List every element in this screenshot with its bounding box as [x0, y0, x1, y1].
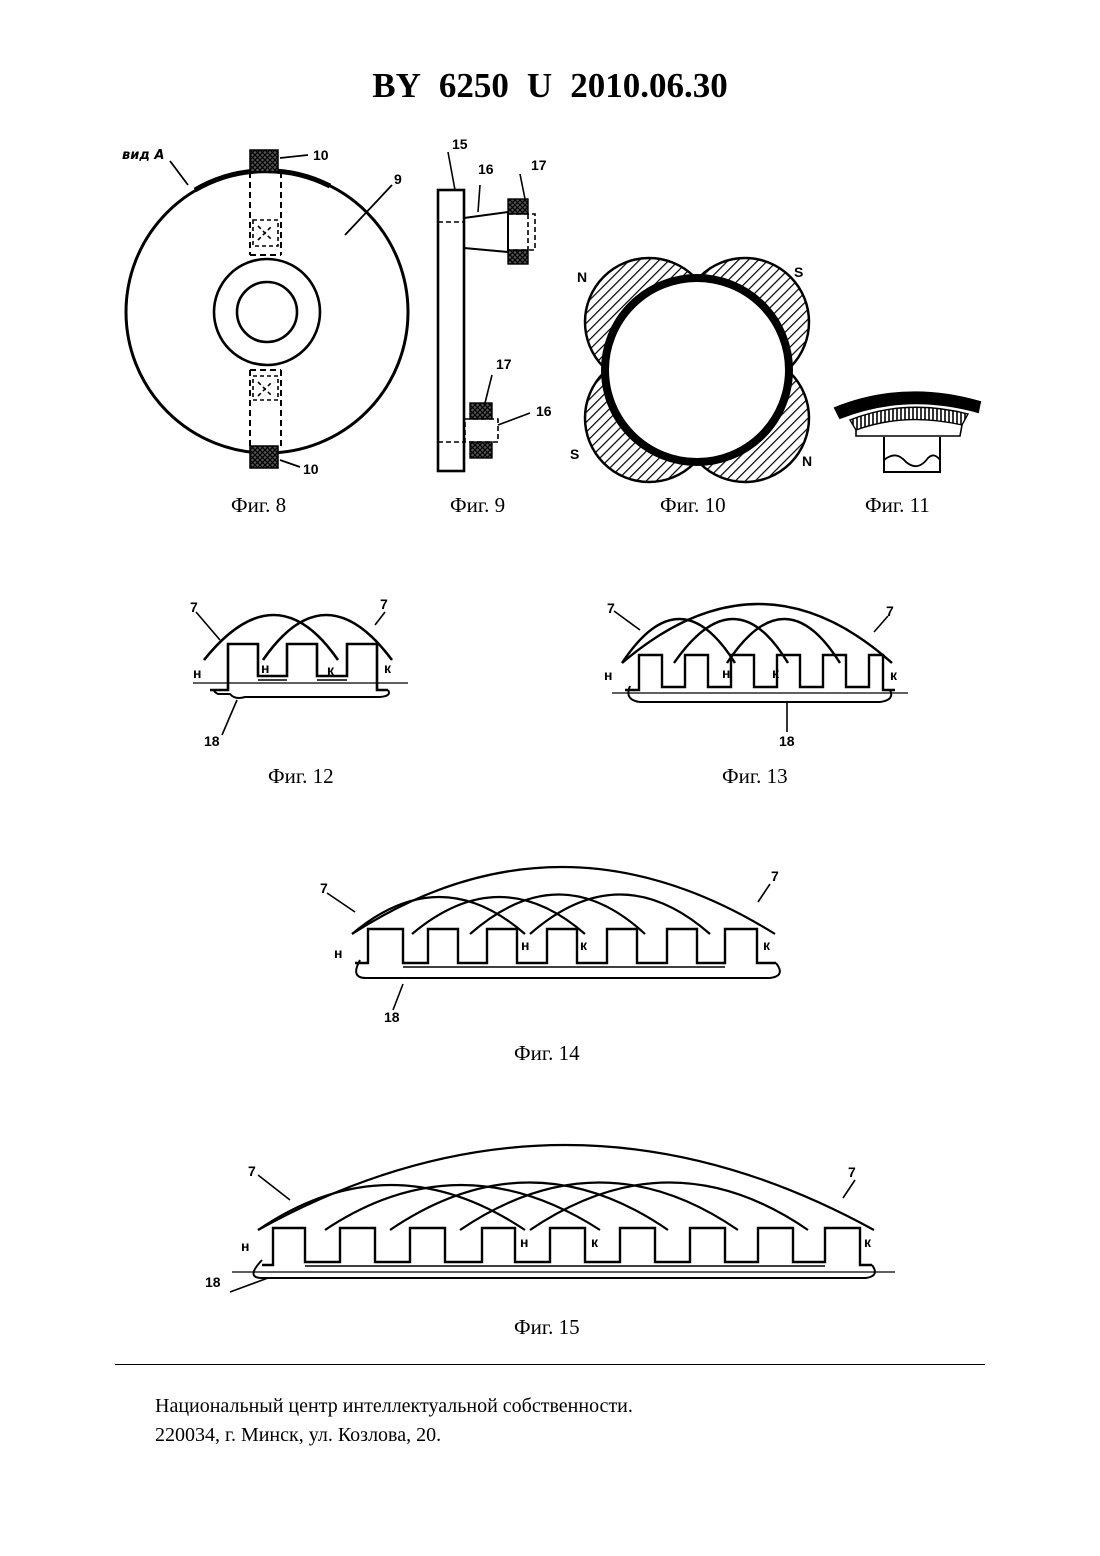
ref-18: 18	[205, 1274, 221, 1290]
ref-18: 18	[204, 733, 220, 749]
start-2: н	[261, 660, 269, 676]
end-2: к	[864, 1234, 872, 1250]
start-1: н	[193, 665, 201, 681]
ref-18: 18	[384, 1009, 400, 1025]
caption-fig-12: Фиг. 12	[268, 764, 334, 788]
ref-7-right: 7	[771, 868, 779, 884]
end-2: к	[890, 667, 898, 683]
figure-13: 7 7 н н к к 18 Фиг. 13	[604, 600, 908, 788]
figure-12: 7 7 н н к к 18 Фиг. 12	[190, 596, 408, 788]
caption-fig-11: Фиг. 11	[865, 493, 930, 517]
footer-line-1: Национальный центр интеллектуальной собс…	[155, 1392, 633, 1421]
magnet-10-bottom	[250, 446, 278, 468]
pole-label-s-bottom: S	[570, 446, 579, 462]
caption-fig-9: Фиг. 9	[450, 493, 505, 517]
ref-10-top: 10	[313, 147, 329, 163]
caption-fig-8: Фиг. 8	[231, 493, 286, 517]
caption-fig-13: Фиг. 13	[722, 764, 788, 788]
end-1: к	[591, 1234, 599, 1250]
pole-label-n-bottom: N	[802, 453, 812, 469]
shaft-bore	[237, 282, 297, 342]
ref-10-bottom: 10	[303, 461, 319, 477]
ref-16-bottom: 16	[536, 403, 552, 419]
caption-fig-14: Фиг. 14	[514, 1041, 580, 1065]
view-a-label: вид А	[122, 148, 164, 163]
figure-10: N S S N Фиг. 10	[570, 258, 812, 517]
figure-15: 7 7 н н к к 18 Фиг. 15	[205, 1145, 895, 1339]
stator-ring	[605, 278, 789, 462]
caption-fig-10: Фиг. 10	[660, 493, 726, 517]
ref-7-right: 7	[848, 1164, 856, 1180]
end-2: к	[384, 660, 392, 676]
figure-8: вид А 10 9 10 Фиг. 8	[122, 147, 408, 517]
start-2: н	[520, 1234, 528, 1250]
ref-7-left: 7	[248, 1163, 256, 1179]
start-2: н	[521, 937, 529, 953]
hub-outer	[214, 259, 320, 365]
ref-7-left: 7	[320, 880, 328, 896]
ref-17-bottom: 17	[496, 356, 512, 372]
slot-core	[625, 655, 895, 690]
end-2: к	[763, 937, 771, 953]
slot-core	[262, 1228, 872, 1265]
ref-18: 18	[779, 733, 795, 749]
pole-label-s-top: S	[794, 264, 803, 280]
caption-fig-15: Фиг. 15	[514, 1315, 580, 1339]
footer-divider	[115, 1364, 985, 1365]
magnet-17-top	[508, 199, 528, 214]
ref-17-top: 17	[531, 157, 547, 173]
magnet-17-bottom	[470, 403, 492, 419]
end-1: к	[580, 937, 588, 953]
slot-core	[355, 929, 776, 963]
pole-label-n-top: N	[577, 269, 587, 285]
ref-15: 15	[452, 136, 468, 152]
ref-7-right: 7	[886, 603, 894, 619]
end-1: к	[772, 665, 780, 681]
magnet-10-top	[250, 150, 278, 172]
ref-9: 9	[394, 171, 402, 187]
disk-side-view	[438, 190, 464, 471]
footer-line-2: 220034, г. Минск, ул. Козлова, 20.	[155, 1421, 633, 1450]
ref-7-left: 7	[607, 600, 615, 616]
figure-14: 7 7 н н к к 18 Фиг. 14	[320, 867, 780, 1065]
footer: Национальный центр интеллектуальной собс…	[155, 1392, 633, 1450]
start-1: н	[604, 667, 612, 683]
ref-16-top: 16	[478, 161, 494, 177]
figure-9: 15 16 17 17 16 Фиг. 9	[438, 136, 552, 517]
start-1: н	[241, 1238, 249, 1254]
end-1: к	[327, 662, 335, 678]
ref-7-right: 7	[380, 596, 388, 612]
figure-11: Фиг. 11	[835, 392, 980, 517]
start-1: н	[334, 945, 342, 961]
ref-7-left: 7	[190, 599, 198, 615]
start-2: н	[722, 665, 730, 681]
